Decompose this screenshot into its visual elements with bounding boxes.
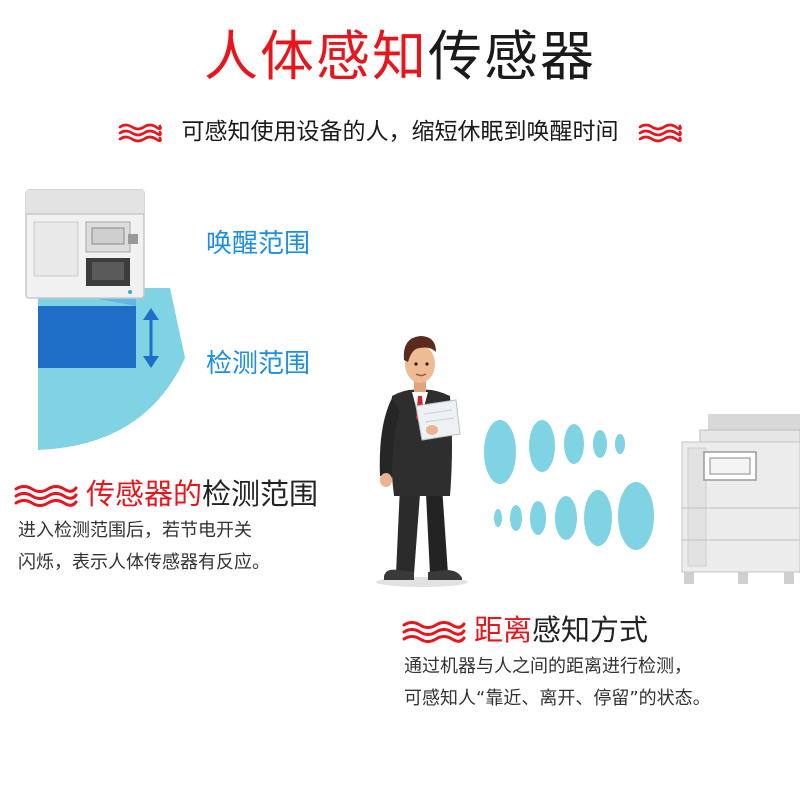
detect-range-label: 检测范围	[206, 349, 311, 379]
title-highlight: 人体感知	[204, 25, 428, 88]
detection-range-illustration	[25, 189, 185, 450]
right-desc-line1: 通过机器与人之间的距离进行检测，	[404, 656, 692, 677]
wave-icon	[118, 123, 162, 142]
page-title: 人体感知传感器	[0, 22, 800, 92]
wave-icon	[402, 621, 466, 643]
wave-icon	[14, 485, 78, 507]
right-section-title: 距离感知方式	[402, 610, 648, 650]
title-rest: 传感器	[428, 25, 596, 88]
right-section-title-red: 距离	[474, 613, 533, 647]
range-arrow-icon	[143, 308, 159, 368]
right-section-title-dark: 感知方式	[532, 613, 649, 647]
wake-range-label: 唤醒范围	[206, 229, 311, 259]
wake-zone	[38, 306, 136, 368]
left-section-title-red: 传感器的	[86, 477, 203, 511]
subtitle: 可感知使用设备的人，缩短休眠到唤醒时间	[0, 114, 800, 150]
wave-icon	[638, 123, 682, 142]
left-section-title: 传感器的检测范围	[14, 474, 318, 514]
subtitle-text: 可感知使用设备的人，缩短休眠到唤醒时间	[181, 119, 619, 145]
person-icon	[376, 336, 468, 587]
left-desc-line1: 进入检测范围后，若节电开关	[18, 520, 252, 541]
left-desc-line2: 闪烁，表示人体传感器有反应。	[18, 552, 270, 573]
right-desc-line2: 可感知人“靠近、离开、停留”的状态。	[404, 688, 711, 709]
left-section-title-dark: 检测范围	[202, 477, 319, 511]
signal-waves-icon	[484, 420, 654, 550]
copier-icon	[681, 414, 800, 584]
